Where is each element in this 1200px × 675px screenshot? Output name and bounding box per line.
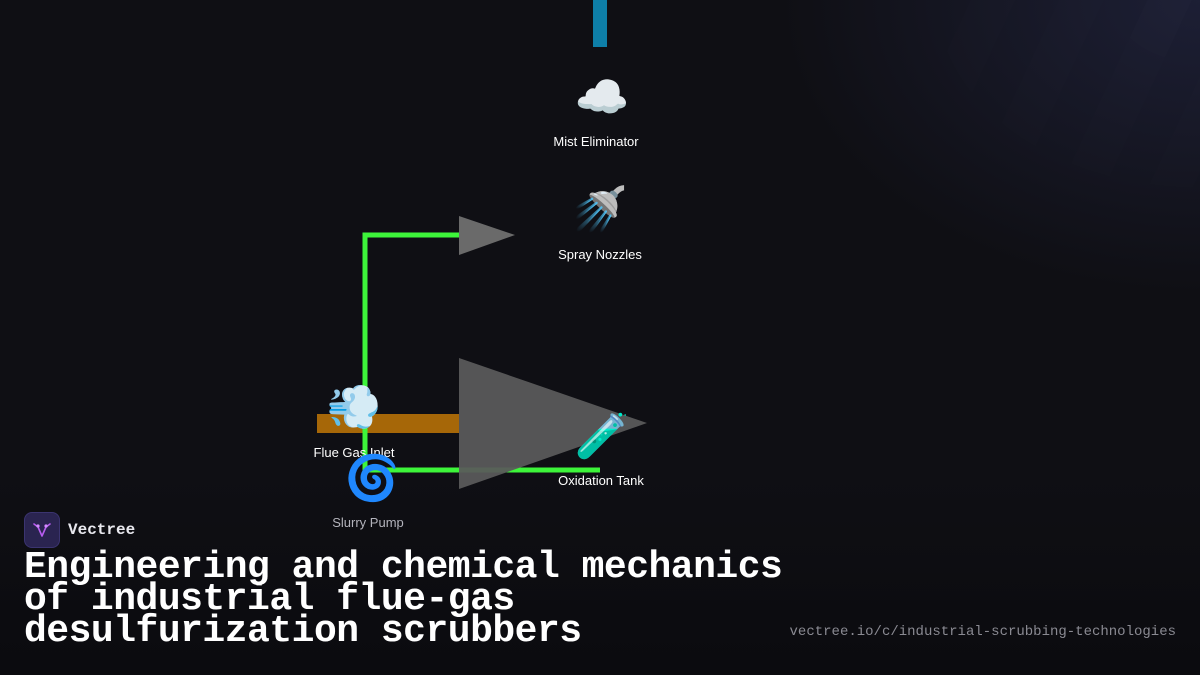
slurry-flow-arrow [459, 216, 515, 255]
page-title: Engineering and chemical mechanics of in… [24, 546, 783, 653]
vectree-logo-icon [24, 512, 60, 548]
cloud-icon: ☁️ [574, 72, 630, 123]
test-tube-icon: 🧪 [574, 411, 630, 462]
source-url[interactable]: vectree.io/c/industrial-scrubbing-techno… [789, 624, 1176, 640]
flue-gas-inlet-label: Flue Gas Inlet [313, 445, 395, 460]
slurry-pump-label: Slurry Pump [332, 515, 404, 530]
brand[interactable]: Vectree [24, 512, 135, 548]
oxidation-tank-label: Oxidation Tank [558, 473, 644, 488]
spray-nozzles-label: Spray Nozzles [558, 247, 642, 262]
shower-icon: 🚿 [572, 184, 628, 235]
mist-eliminator-label: Mist Eliminator [553, 134, 639, 149]
gas-flow-arrow [459, 358, 647, 489]
flue-gas-duct [317, 414, 459, 433]
wind-icon: 💨 [326, 382, 382, 433]
stack-outlet-pipe [593, 0, 607, 47]
cyclone-icon: 🌀 [344, 453, 400, 504]
brand-name: Vectree [68, 521, 136, 539]
